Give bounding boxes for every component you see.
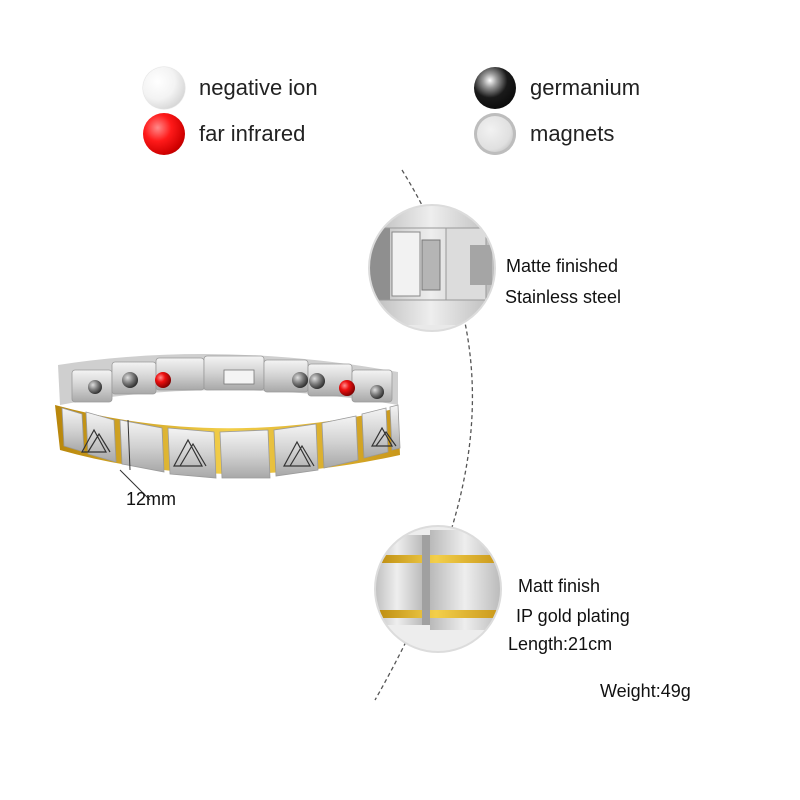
- legend-magnets: magnets: [474, 113, 614, 155]
- legend-germanium: germanium: [474, 67, 640, 109]
- legend-label: germanium: [530, 75, 641, 100]
- silver-sphere-icon: [474, 113, 516, 155]
- detail-circle-gold-links: [375, 526, 501, 652]
- weight-label: Weight:49g: [600, 681, 691, 701]
- legend-label: magnets: [530, 121, 615, 146]
- black-sphere-icon: [474, 67, 516, 109]
- caption-stainless-steel: Stainless steel: [505, 287, 622, 307]
- legend-far-infrared: far infrared: [143, 113, 305, 155]
- width-marker: [119, 419, 151, 501]
- caption-ip-gold-plating: IP gold plating: [516, 606, 630, 626]
- legend-negative-ion: negative ion: [143, 67, 318, 109]
- white-sphere-icon: [143, 67, 185, 109]
- caption-matte-finished: Matte finished: [506, 256, 619, 276]
- caption-matt-finish: Matt finish: [518, 576, 601, 596]
- legend-label: far infrared: [199, 121, 306, 146]
- bracelet-image: [55, 354, 401, 501]
- detail-circle-clasp: [369, 205, 495, 331]
- caption-length: Length:21cm: [508, 634, 613, 654]
- legend-label: negative ion: [199, 75, 318, 100]
- red-sphere-icon: [143, 113, 185, 155]
- width-label: 12mm: [126, 489, 177, 509]
